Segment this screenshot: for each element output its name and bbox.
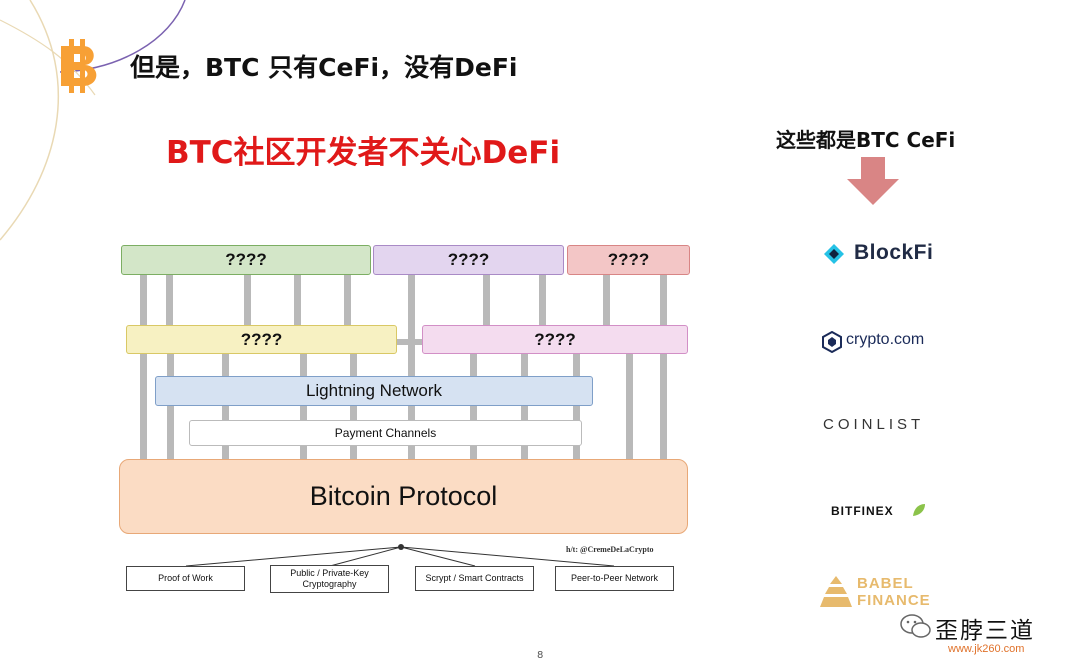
diagram-pillar [167, 354, 174, 460]
bitfinex-leaf-icon [913, 504, 925, 516]
watermark-name: 歪脖三道 [935, 618, 1035, 644]
crypto-com-logo-icon [822, 331, 842, 353]
babel-finance-logo: BABEL FINANCE [857, 575, 931, 609]
leaf-p2p-network: Peer-to-Peer Network [555, 566, 674, 591]
payment-channels-box: Payment Channels [189, 420, 582, 446]
slide-title: 但是，BTC 只有CeFi，没有DeFi [130, 53, 518, 82]
babel-logo-line2: FINANCE [857, 592, 931, 609]
diagram-pillar [539, 274, 546, 326]
diagram-pillar [573, 354, 580, 460]
diagram-pillar [350, 354, 357, 460]
slide-subtitle: BTC社区开发者不关心DeFi [166, 135, 561, 171]
top-layer-box-3: ???? [567, 245, 690, 275]
down-arrow-icon [847, 157, 899, 205]
watermark-site: www.jk260.com [948, 643, 1025, 655]
diagram-pillar [294, 274, 301, 326]
diagram-pillar [344, 274, 351, 326]
diagram-tree-lines [185, 544, 615, 567]
sidebar-title: 这些都是BTC CeFi [776, 128, 956, 152]
diagram-connector [396, 339, 424, 345]
bitcoin-icon [61, 39, 97, 93]
lightning-network-box: Lightning Network [155, 376, 593, 406]
diagram-pillar [140, 274, 147, 460]
diagram-pillar [222, 354, 229, 460]
diagram-pillar [408, 274, 415, 460]
middle-layer-box-1: ???? [126, 325, 397, 354]
diagram-pillar [244, 274, 251, 326]
page-number: 8 [537, 650, 544, 661]
diagram-pillar [166, 274, 173, 326]
bitfinex-logo: BITFINEX [831, 504, 894, 518]
diagram-credit: h/t: @CremeDeLaCrypto [566, 545, 654, 554]
diagram-pillar [483, 274, 490, 326]
top-layer-box-1: ???? [121, 245, 371, 275]
diagram-pillar [626, 354, 633, 460]
diagram-pillar [300, 354, 307, 460]
leaf-cryptography: Public / Private-Key Cryptography [270, 565, 389, 593]
blockfi-logo-icon [824, 244, 844, 264]
crypto-com-logo: crypto.com [846, 331, 925, 348]
diagram-pillar [603, 274, 610, 326]
babel-logo-icon [820, 576, 852, 607]
diagram-pillar [470, 354, 477, 460]
leaf-smart-contracts: Scrypt / Smart Contracts [415, 566, 534, 591]
top-layer-box-2: ???? [373, 245, 564, 275]
babel-logo-line1: BABEL [857, 575, 914, 592]
coinlist-logo: COINLIST [823, 416, 925, 433]
blockfi-logo: BlockFi [854, 241, 934, 264]
diagram-pillar [521, 354, 528, 460]
wechat-icon [900, 614, 931, 638]
middle-layer-box-2: ???? [422, 325, 688, 354]
leaf-proof-of-work: Proof of Work [126, 566, 245, 591]
bitcoin-protocol-box: Bitcoin Protocol [119, 459, 688, 534]
diagram-pillar [660, 274, 667, 460]
